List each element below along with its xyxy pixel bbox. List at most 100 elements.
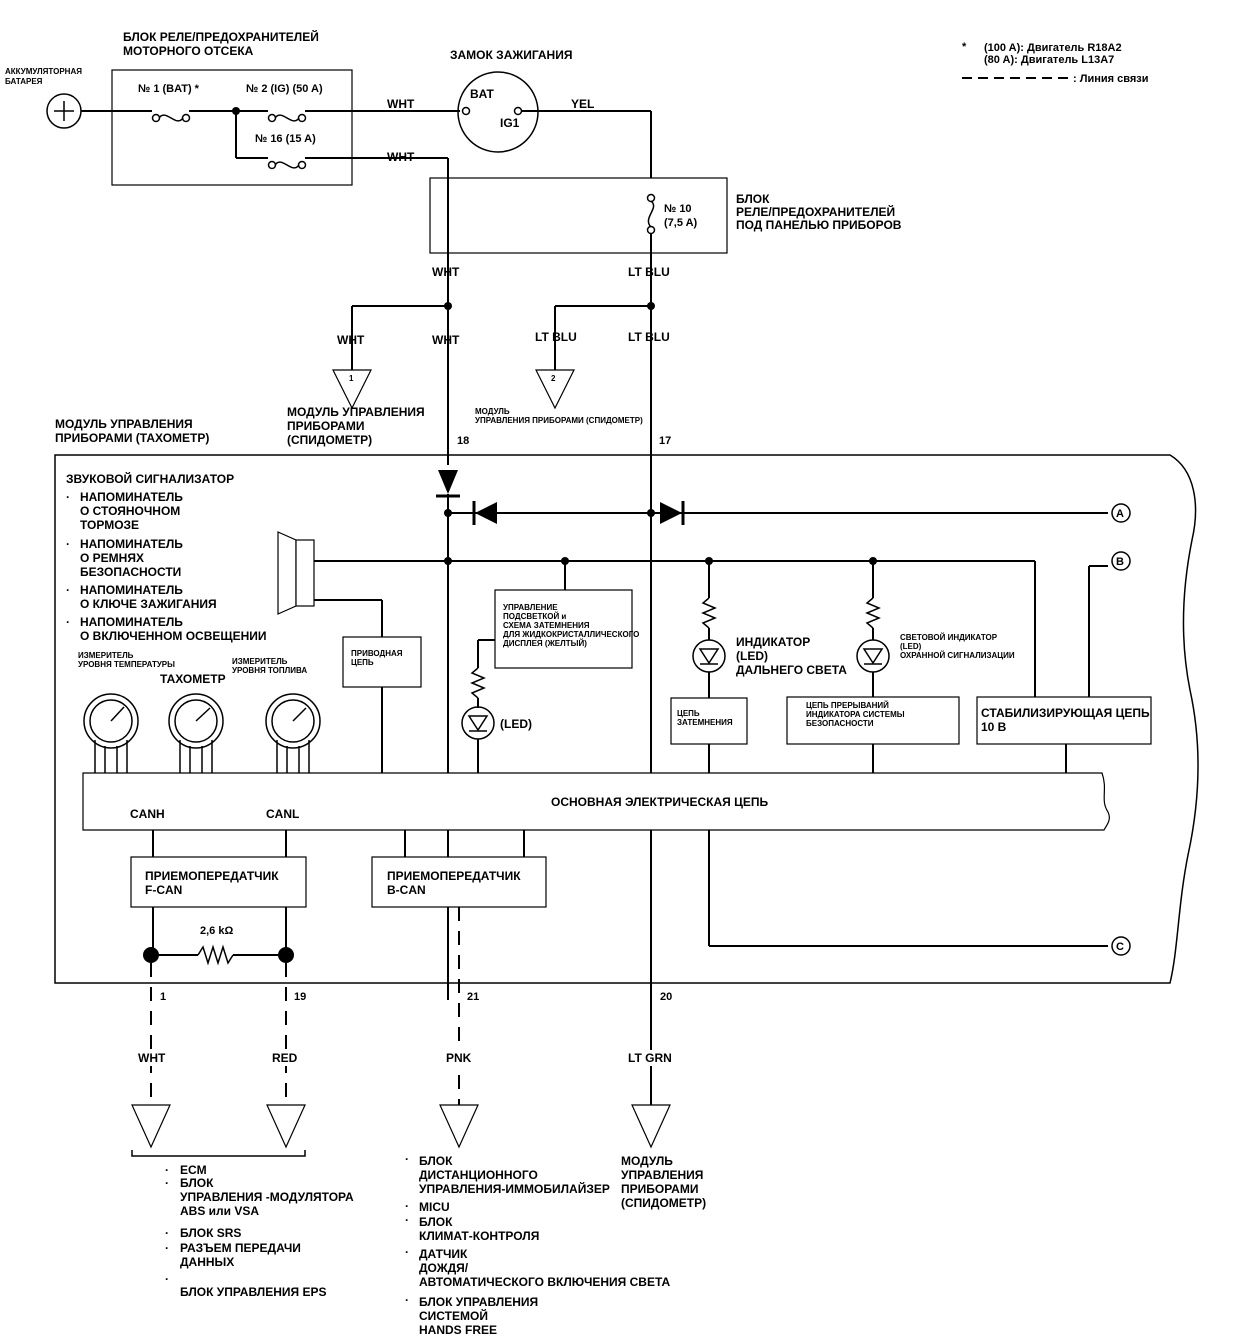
resistor-icon — [470, 667, 486, 699]
security-label-3: ОХРАННОЙ СИГНАЛИЗАЦИИ — [900, 651, 1015, 660]
resistor-label: 2,6 kΩ — [200, 925, 233, 937]
fuse-1-label: № 1 (BAT) * — [138, 83, 200, 95]
engine-box-title-1: БЛОК РЕЛЕ/ПРЕДОХРАНИТЕЛЕЙ — [123, 29, 319, 44]
ignition-bat-label: BAT — [470, 87, 494, 101]
fuse-10-label: № 10 — [664, 203, 692, 215]
ref-2-label-1: МОДУЛЬ — [475, 407, 510, 416]
buzzer-item-4b: О ВКЛЮЧЕННОМ ОСВЕЩЕНИИ — [80, 629, 267, 643]
dest-b-hf-2: СИСТЕМОЙ — [419, 1308, 488, 1323]
engine-fuse-box: БЛОК РЕЛЕ/ПРЕДОХРАНИТЕЛЕЙ МОТОРНОГО ОТСЕ… — [111, 29, 353, 186]
high-beam-label-1: ИНДИКАТОР — [736, 635, 810, 649]
wire-label-wht-a: WHT — [387, 97, 415, 111]
pin-1: 1 — [160, 991, 166, 1003]
connector-b-label: B — [1116, 556, 1124, 568]
connector-b — [1111, 551, 1131, 571]
wire-label-ltblu-c: LT BLU — [628, 330, 670, 344]
bullet: · — [165, 1163, 169, 1177]
dest-speedo-2: УПРАВЛЕНИЯ — [621, 1168, 703, 1182]
security-label-1: СВЕТОВОЙ ИНДИКАТОР — [900, 633, 998, 642]
buzzer-item-1b: О СТОЯНОЧНОМ — [80, 504, 180, 518]
ref-2-label-2: УПРАВЛЕНИЯ ПРИБОРАМИ (СПИДОМЕТР) — [475, 416, 643, 425]
led-icon — [461, 706, 495, 740]
tachometer-label: ТАХОМЕТР — [160, 672, 226, 686]
diode-icon — [438, 470, 458, 494]
buzzer-speaker-icon — [277, 531, 297, 615]
connector-a-label: A — [1116, 508, 1124, 520]
wire-label-pnk: PNK — [446, 1051, 472, 1065]
dest-b-micu: MICU — [419, 1200, 450, 1214]
ref-1-label-1: МОДУЛЬ УПРАВЛЕНИЯ — [287, 405, 425, 419]
canl-label: CANL — [266, 807, 299, 821]
fcan-label-1: ПРИЕМОПЕРЕДАТЧИК — [145, 869, 279, 883]
dest-b-climate-1: БЛОК — [419, 1215, 453, 1229]
buzzer-item-1a: НАПОМИНАТЕЛЬ — [80, 490, 183, 504]
dest-b-immo-3: УПРАВЛЕНИЯ-ИММОБИЛАЙЗЕР — [419, 1181, 610, 1196]
buzzer-item-2b: О РЕМНЯХ — [80, 551, 144, 565]
module-title-2: ПРИБОРАМИ (ТАХОМЕТР) — [55, 431, 209, 445]
dest-f-abs-3: ABS или VSA — [180, 1204, 259, 1218]
bcan-label-1: ПРИЕМОПЕРЕДАТЧИК — [387, 869, 521, 883]
ref-1-label-2: ПРИБОРАМИ — [287, 419, 364, 433]
temp-gauge-label-1: ИЗМЕРИТЕЛЬ — [78, 651, 134, 660]
bullet: · — [405, 1293, 409, 1307]
fuel-gauge-label-2: УРОВНЯ ТОПЛИВА — [232, 666, 307, 675]
wire-label-wht-c: WHT — [432, 265, 460, 279]
legend-star: * — [962, 41, 967, 53]
dimming-circuit-box — [670, 697, 748, 745]
wire-label-wht-e: WHT — [432, 333, 460, 347]
legend: * (100 A): Двигатель R18A2 (80 A): Двига… — [962, 41, 1148, 85]
resistor-icon — [197, 944, 234, 966]
engine-box-frame — [111, 69, 353, 186]
wire-label-red: RED — [272, 1051, 298, 1065]
tachometer-gauge-icon — [168, 693, 224, 773]
dash-box-frame — [429, 177, 728, 254]
dest-f-abs-2: УПРАВЛЕНИЯ -МОДУЛЯТОРА — [180, 1190, 354, 1204]
fuse-10-rating: (7,5 A) — [664, 217, 698, 229]
ref-1-label-3: (СПИДОМЕТР) — [287, 433, 372, 447]
dest-b-immo-2: ДИСТАНЦИОННОГО — [419, 1168, 538, 1182]
dest-f-abs-1: БЛОК — [180, 1176, 214, 1190]
lcd-label-5: ДИСПЛЕЯ (ЖЕЛТЫЙ) — [503, 639, 587, 648]
buzzer-item-2a: НАПОМИНАТЕЛЬ — [80, 537, 183, 551]
diode-icon — [660, 502, 682, 524]
wire-label-ltgrn: LT GRN — [628, 1051, 672, 1065]
wire-label-ltblu-b: LT BLU — [535, 330, 577, 344]
bullet: · — [165, 1241, 169, 1255]
canh-label: CANH — [130, 807, 165, 821]
interrupt-label-3: БЕЗОПАСНОСТИ — [806, 719, 874, 728]
wire-label-ltblu-a: LT BLU — [628, 265, 670, 279]
dash-box-title-3: ПОД ПАНЕЛЬЮ ПРИБОРОВ — [736, 218, 902, 232]
security-label-2: (LED) — [900, 642, 922, 651]
dest-f-ecm: ECM — [180, 1163, 207, 1177]
ref-1-number: 1 — [349, 374, 354, 383]
dest-f-srs: БЛОК SRS — [180, 1226, 241, 1240]
high-beam-label-3: ДАЛЬНЕГО СВЕТА — [736, 663, 847, 677]
dest-speedo-3: ПРИБОРАМИ — [621, 1182, 698, 1196]
buzzer-item-3a: НАПОМИНАТЕЛЬ — [80, 583, 183, 597]
wire-label-wht-b: WHT — [387, 150, 415, 164]
dest-triangle-red — [266, 1104, 306, 1149]
resistor-icon — [701, 597, 717, 629]
drive-label-1: ПРИВОДНАЯ — [351, 649, 403, 658]
ignition-ig1-label: IG1 — [500, 116, 520, 130]
junction-dot — [444, 557, 452, 565]
dest-speedo-4: (СПИДОМЕТР) — [621, 1196, 706, 1210]
dest-f-dlc-1: РАЗЪЕМ ПЕРЕДАЧИ — [180, 1241, 301, 1255]
fuse-16-label: № 16 (15 A) — [255, 133, 316, 145]
stabilizer-label-1: СТАБИЛИЗИРУЮЩАЯ ЦЕПЬ — [981, 706, 1150, 720]
lcd-label-2: ПОДСВЕТКОЙ и — [503, 612, 566, 621]
dest-b-immo-1: БЛОК — [419, 1154, 453, 1168]
bracket — [131, 1150, 306, 1157]
dash-box-title-1: БЛОК — [736, 192, 770, 206]
dest-b-hf-1: БЛОК УПРАВЛЕНИЯ — [419, 1295, 538, 1309]
main-circuit-label: ОСНОВНАЯ ЭЛЕКТРИЧЕСКАЯ ЦЕПЬ — [551, 795, 768, 809]
temp-gauge-label-2: УРОВНЯ ТЕМПЕРАТУРЫ — [78, 660, 175, 669]
interrupt-label-2: ИНДИКАТОРА СИСТЕМЫ — [806, 710, 905, 719]
bullet: · — [165, 1272, 169, 1286]
bullet: · — [66, 583, 70, 597]
can-terminal — [278, 947, 294, 963]
dest-b-rain-3: АВТОМАТИЧЕСКОГО ВКЛЮЧЕНИЯ СВЕТА — [419, 1275, 671, 1289]
drive-label-2: ЦЕПЬ — [351, 658, 374, 667]
fcan-transceiver-box — [130, 856, 307, 908]
